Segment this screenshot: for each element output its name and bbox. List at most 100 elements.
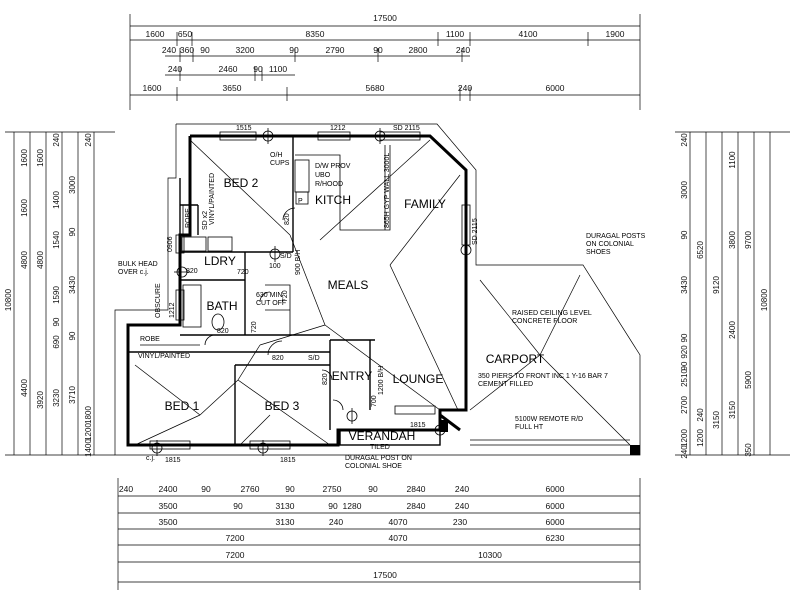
note-sd2115b: SD 2115 [472, 218, 479, 245]
note-bh900: 900 B/H [295, 250, 302, 275]
bot-row1-dim-5: 90 [285, 484, 295, 494]
right-total-dim: 10800 [760, 288, 769, 311]
left-c1-dim-3: 4800 [20, 251, 29, 269]
room-ldry: LDRY [204, 254, 236, 268]
left-c4-dim-3: 3430 [68, 276, 77, 294]
left-c1-dim-2: 1600 [20, 199, 29, 217]
top-row2-dim-3: 90 [200, 45, 210, 55]
note-d720c: 720 [282, 290, 289, 302]
left-c3-dim-2: 1400 [52, 191, 61, 209]
note-sd2115a: SD 2115 [393, 125, 420, 132]
top-row4-dim-1: 1600 [143, 83, 162, 93]
cj-symbols [151, 128, 472, 456]
top-row2-dim-7: 90 [373, 45, 383, 55]
bot-row3-dim-1: 3500 [159, 517, 178, 527]
right-c1-dim-9: 2700 [680, 396, 689, 414]
note-bh1200: 1200 B/H [378, 366, 385, 395]
note-dw-prov: D/W PROV [315, 163, 351, 170]
right-c4-dim-1: 1100 [728, 151, 737, 169]
windows [149, 131, 471, 450]
top-row3-dim-1: 240 [168, 64, 182, 74]
room-entry: ENTRY [332, 369, 372, 383]
top-row4-dim-4: 240 [458, 83, 472, 93]
bot-row2-dim-7: 240 [455, 501, 469, 511]
note-d700: 700 [371, 395, 378, 407]
note-d720a: 720 [237, 269, 249, 276]
top-row4-dim-5: 6000 [546, 83, 565, 93]
room-lounge: LOUNGE [393, 372, 444, 386]
right-c5-dim-1: 9700 [744, 231, 753, 249]
note-w1212: 1212 [330, 125, 346, 132]
bot-row2-dim-3: 3130 [276, 501, 295, 511]
note-w1212b: 1212 [169, 302, 176, 318]
right-c1-dim-7: 90 [680, 361, 689, 370]
left-c3-dim-1: 240 [52, 133, 61, 147]
room-labels: BED 2 KITCH FAMILY LDRY MEALS BATH BED 1… [165, 176, 545, 443]
top-row1-dim-3: 8350 [306, 29, 325, 39]
note-gyp-wall: 865H GYP WALL 3000L [384, 153, 391, 228]
top-row2-dim-1: 240 [162, 45, 176, 55]
top-row2-dim-8: 2800 [409, 45, 428, 55]
bot-row2-dim-5: 1280 [343, 501, 362, 511]
right-c4-dim-4: 3150 [728, 401, 737, 419]
right-c4-dim-2: 3800 [728, 231, 737, 249]
right-c3-dim-2: 3150 [712, 411, 721, 429]
right-c1-dim-3: 90 [680, 230, 689, 239]
bot-row5-dim-2: 10300 [478, 550, 502, 560]
bot-row1-dim-1: 240 [119, 484, 133, 494]
left-c5-dim-1: 240 [84, 133, 93, 147]
right-c1-dim-1: 240 [680, 133, 689, 147]
right-c1-dim-6: 920 [680, 345, 689, 359]
bot-row1-dim-3: 90 [201, 484, 211, 494]
bot-row1-dim-7: 90 [368, 484, 378, 494]
note-d820b: 820 [186, 268, 198, 275]
room-bed2: BED 2 [224, 176, 259, 190]
bot-row1-dim-8: 2840 [407, 484, 426, 494]
room-meals: MEALS [328, 278, 369, 292]
roof-outline [114, 123, 641, 456]
top-dimensions: 17500 1600 650 8350 1100 4100 1900 240 3… [129, 13, 641, 110]
right-c5-dim-2: 5900 [744, 371, 753, 389]
bot-row1-dim-9: 240 [455, 484, 469, 494]
left-c2-dim-3: 3920 [36, 391, 45, 409]
right-c1-dim-2: 3000 [680, 181, 689, 199]
bot-row2-dim-6: 2840 [407, 501, 426, 511]
room-verandah: VERANDAH [349, 429, 416, 443]
right-c2-dim-1: 6520 [696, 241, 705, 259]
bot-row1-dim-4: 2760 [241, 484, 260, 494]
room-bed3: BED 3 [265, 399, 300, 413]
note-w0906: 0906 [167, 236, 174, 252]
top-row2-dim-5: 90 [289, 45, 299, 55]
note-rhood: R/HOOD [315, 181, 343, 188]
note-w1515: 1515 [236, 125, 252, 132]
note-robe-bed2: ROBE [185, 208, 192, 228]
note-sd2: S/D [308, 355, 320, 362]
left-c3-dim-4: 1590 [52, 286, 61, 304]
top-row3-dim-2: 2460 [219, 64, 238, 74]
bot-row3-dim-4: 4070 [389, 517, 408, 527]
right-c3-dim-1: 9120 [712, 276, 721, 294]
right-dimensions: 240 3000 90 3430 90 920 90 2510 2700 120… [675, 131, 790, 459]
left-c4-dim-4: 90 [68, 331, 77, 340]
bot-row5-dim-1: 7200 [226, 550, 245, 560]
left-dimensions: 10800 1600 1600 4800 4400 1600 4800 3920… [4, 131, 115, 457]
bot-row3-dim-3: 240 [329, 517, 343, 527]
note-d820a: 820 [284, 213, 291, 225]
bot-row4-dim-3: 6230 [546, 533, 565, 543]
bot-total-dim: 17500 [373, 570, 397, 580]
bot-row3-dim-5: 230 [453, 517, 467, 527]
bot-row2-dim-2: 90 [233, 501, 243, 511]
note-vinyl-bed1: VINYL/PAINTED [138, 353, 190, 360]
right-c1-dim-5: 90 [680, 333, 689, 342]
note-tiled: TILED [370, 444, 390, 451]
bot-row2-dim-4: 90 [328, 501, 338, 511]
top-row2-dim-9: 240 [456, 45, 470, 55]
note-robe-bed1: ROBE [140, 336, 160, 343]
note-d100: 100 [269, 263, 281, 270]
top-row2-dim-2: 360 [180, 45, 194, 55]
